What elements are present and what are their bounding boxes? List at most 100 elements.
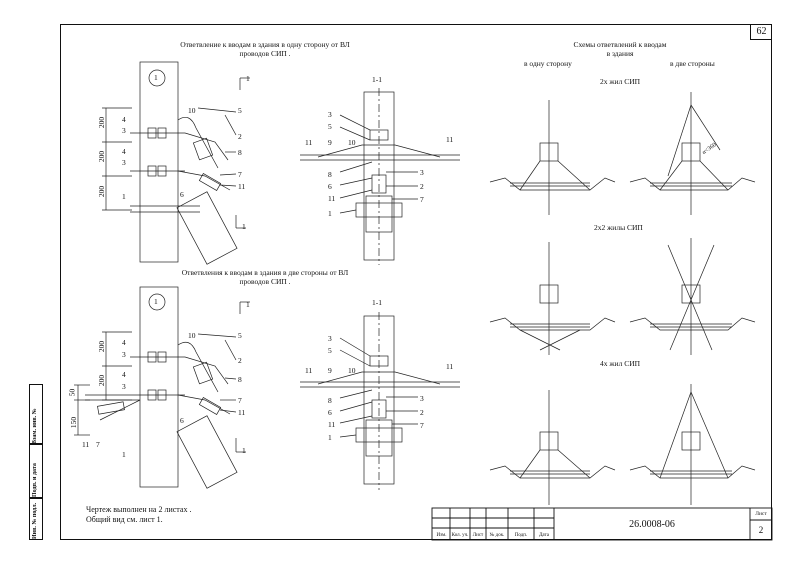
bottom-sec-label-11c: 11 xyxy=(328,420,336,429)
top-label-6: 6 xyxy=(180,190,184,199)
top-section-mark-a: 1 xyxy=(246,74,250,83)
scheme-row2-label: 2х2 жилы СИП xyxy=(594,223,643,232)
tb-col-izm: Изм. xyxy=(436,533,447,538)
bottom-section-mark-a: 1 xyxy=(246,300,250,309)
bottom-title-line2: проводов СИП . xyxy=(239,277,291,286)
note-line2: Общий вид см. лист 1. xyxy=(86,515,163,524)
scheme-row2-two-sides xyxy=(629,238,756,355)
sheet-number-top: 62 xyxy=(750,24,772,40)
sheet-label: Лист xyxy=(755,511,767,517)
schemes-title-line2: в здания xyxy=(606,49,634,58)
top-sec-label-7: 7 xyxy=(420,195,424,204)
bottom-sec-label-3: 3 xyxy=(328,334,332,343)
top-sec-label-9: 9 xyxy=(328,138,332,147)
top-sec-label-3b: 3 xyxy=(420,168,424,177)
tb-col-data: Дата xyxy=(539,533,549,538)
scheme-row3-label: 4х жил СИП xyxy=(600,359,641,368)
top-label-4b: 4 xyxy=(122,147,126,156)
top-elevation xyxy=(102,61,250,265)
bottom-pole xyxy=(139,286,179,488)
top-section-view xyxy=(300,88,460,265)
tb-col-podp: Подп. xyxy=(514,533,528,538)
top-label-11: 11 xyxy=(238,182,246,191)
top-label-7: 7 xyxy=(238,170,242,179)
top-sec-label-11b: 11 xyxy=(446,135,454,144)
bottom-section-view xyxy=(300,312,460,490)
bottom-sec-label-1: 1 xyxy=(328,433,332,442)
top-sec-label-10: 10 xyxy=(348,138,356,147)
top-sec-label-1: 1 xyxy=(328,209,332,218)
scheme-row3-two-sides xyxy=(629,384,756,505)
top-sec-label-11c: 11 xyxy=(328,194,336,203)
top-sec-label-11a: 11 xyxy=(305,138,313,147)
top-label-5: 5 xyxy=(238,106,242,115)
bottom-callout-circle xyxy=(148,293,166,311)
bottom-label-4a: 4 xyxy=(122,338,126,347)
bottom-label-8: 8 xyxy=(238,375,242,384)
scheme-col-one-side: в одну сторону xyxy=(524,59,572,68)
bottom-sec-label-11b: 11 xyxy=(446,362,454,371)
top-label-8: 8 xyxy=(238,148,242,157)
doc-code: 26.0008-06 xyxy=(629,519,675,530)
tb-col-ndok: № док. xyxy=(489,533,505,538)
bottom-label-7: 7 xyxy=(96,440,100,449)
top-title-line1: Ответвление к вводам в здания в одну сто… xyxy=(180,40,350,49)
side-stamp-replacement: Взам. инв. № xyxy=(29,384,43,444)
bottom-label-4b: 4 xyxy=(122,370,126,379)
scheme-row1-two-sides xyxy=(629,92,756,215)
bottom-elevation xyxy=(74,286,250,489)
top-section-mark-b: 1 xyxy=(242,222,246,231)
tb-col-kol: Кол. уч. xyxy=(451,533,469,538)
top-label-2: 2 xyxy=(238,132,242,141)
top-label-1: 1 xyxy=(122,192,126,201)
bottom-title-line1: Ответвления к вводам в здания в две стор… xyxy=(181,268,349,277)
bottom-sec-label-11a: 11 xyxy=(305,366,313,375)
drawing-frame xyxy=(60,24,772,540)
scheme-col-two-sides: в две стороны xyxy=(670,59,715,68)
bottom-sec-label-7: 7 xyxy=(420,421,424,430)
bottom-sec-label-8: 8 xyxy=(328,396,332,405)
top-section-title: 1-1 xyxy=(372,75,382,84)
top-sec-label-8: 8 xyxy=(328,170,332,179)
bottom-section-title: 1-1 xyxy=(372,298,382,307)
top-label-10: 10 xyxy=(188,106,196,115)
side-stamp-inventory: Инв. № подл. xyxy=(29,498,43,540)
bottom-label-3b: 3 xyxy=(122,382,126,391)
top-label-3b: 3 xyxy=(122,158,126,167)
top-sec-label-5: 5 xyxy=(328,122,332,131)
top-callout-number: 1 xyxy=(154,73,158,82)
scheme-row1-label: 2х жил СИП xyxy=(600,77,641,86)
bottom-label-7b: 7 xyxy=(238,396,242,405)
bottom-label-1: 1 xyxy=(122,450,126,459)
bottom-sec-label-9: 9 xyxy=(328,366,332,375)
sheet-value: 2 xyxy=(758,525,764,535)
bottom-sec-label-3b: 3 xyxy=(420,394,424,403)
side-stamp-signature: Подп. и дата xyxy=(29,444,43,498)
top-callout-circle xyxy=(148,69,166,87)
bottom-label-5: 5 xyxy=(238,331,242,340)
schemes-title-line1: Схемы ответвлений к вводам xyxy=(573,40,667,49)
scheme-row1-one-side xyxy=(489,100,616,215)
bottom-label-10: 10 xyxy=(188,331,196,340)
bottom-label-3a: 3 xyxy=(122,350,126,359)
top-sec-label-6: 6 xyxy=(328,182,332,191)
title-block-grid xyxy=(431,507,773,541)
top-sec-label-3: 3 xyxy=(328,110,332,119)
bottom-callout-number: 1 xyxy=(154,297,158,306)
bottom-sec-label-5: 5 xyxy=(328,346,332,355)
bottom-sec-label-2: 2 xyxy=(420,408,424,417)
bottom-label-11b: 11 xyxy=(238,408,246,417)
scheme-row3-one-side xyxy=(489,390,616,505)
note-line1: Чертеж выполнен на 2 листах . xyxy=(86,505,192,514)
top-title-line2: проводов СИП . xyxy=(239,49,291,58)
top-pole xyxy=(139,61,179,263)
bottom-label-6: 6 xyxy=(180,416,184,425)
scheme-row2-one-side xyxy=(489,242,616,355)
bottom-label-2: 2 xyxy=(238,356,242,365)
bottom-sec-label-10: 10 xyxy=(348,366,356,375)
bottom-label-11: 11 xyxy=(82,440,90,449)
top-sec-label-2: 2 xyxy=(420,182,424,191)
top-label-3a: 3 xyxy=(122,126,126,135)
top-label-4a: 4 xyxy=(122,115,126,124)
